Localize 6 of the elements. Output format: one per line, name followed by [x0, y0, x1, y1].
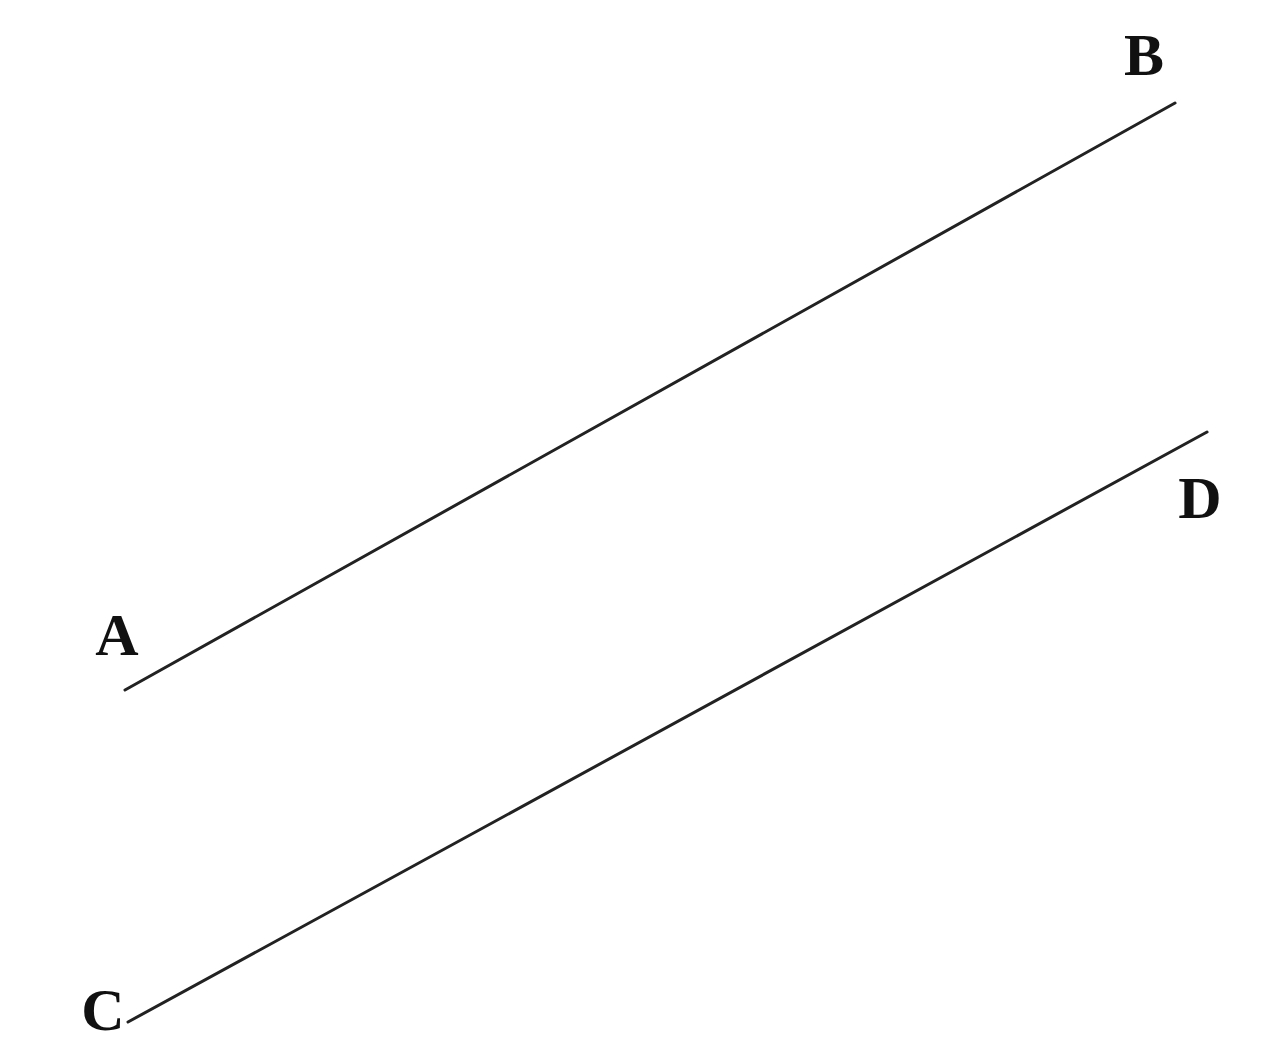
- point-label: B: [1124, 25, 1164, 85]
- point-label: C: [81, 980, 125, 1040]
- line-segment: [123, 101, 1177, 692]
- line-segment: [126, 430, 1209, 1024]
- point-label: A: [95, 605, 139, 665]
- point-label: D: [1178, 468, 1222, 528]
